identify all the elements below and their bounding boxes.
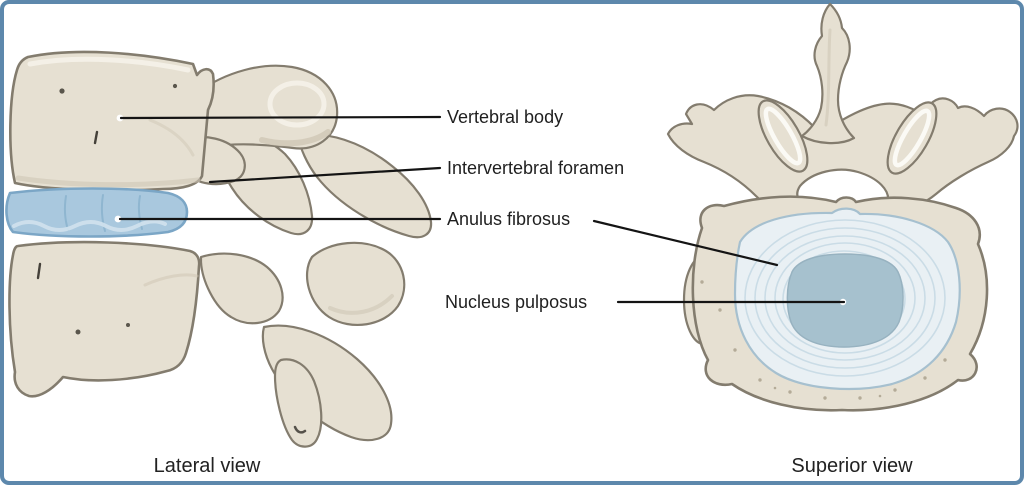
bone-stipple	[700, 280, 947, 400]
disc-bottom-scallop	[12, 219, 167, 232]
label-intervertebral-foramen: Intervertebral foramen	[447, 158, 625, 178]
lower-pedicle	[199, 252, 284, 325]
caption-superior-view: Superior view	[791, 455, 913, 477]
upper-body-highlight	[27, 56, 191, 73]
bone-fleck	[75, 329, 81, 335]
leader-dot	[114, 215, 122, 223]
anulus-rings	[744, 219, 946, 377]
right-superior-articular-facet	[886, 101, 938, 175]
lower-spinous-process	[261, 324, 393, 442]
leader-line-vertebral-body	[119, 115, 442, 120]
left-superior-articular-facet	[757, 99, 809, 173]
label-nucleus-pulposus: Nucleus pulposus	[445, 292, 588, 312]
bone-fleck	[172, 83, 178, 89]
upper-vertebral-arch	[196, 64, 339, 150]
inferior-articular-process	[273, 358, 323, 448]
facet-knob-shading	[328, 294, 394, 315]
vertebral-body-upper	[9, 50, 215, 192]
upper-body-shading	[15, 175, 201, 188]
bone-fleck-slit	[93, 130, 99, 145]
upper-spinous-process	[296, 133, 433, 239]
caption-lateral-view: Lateral view	[153, 455, 261, 477]
arch-knob-highlight	[267, 80, 327, 128]
upper-body-crease	[148, 118, 195, 157]
label-anulus-fibrosus: Anulus fibrosus	[447, 209, 571, 229]
bone-fleck-slit	[36, 262, 42, 280]
leader-line-intervertebral-foramen	[208, 166, 442, 184]
lower-body-crease	[143, 273, 199, 287]
superior-view-illustration	[666, 2, 1019, 412]
arch-knob-shading	[259, 129, 331, 147]
label-vertebral-body: Vertebral body	[447, 107, 564, 127]
bone-fleck	[59, 88, 65, 94]
spinous-shading	[824, 28, 832, 127]
process-tip-slit	[293, 425, 307, 434]
leader-line-anulus-right	[592, 219, 779, 267]
lateral-view-illustration	[5, 50, 433, 448]
bone-fleck	[126, 323, 130, 327]
